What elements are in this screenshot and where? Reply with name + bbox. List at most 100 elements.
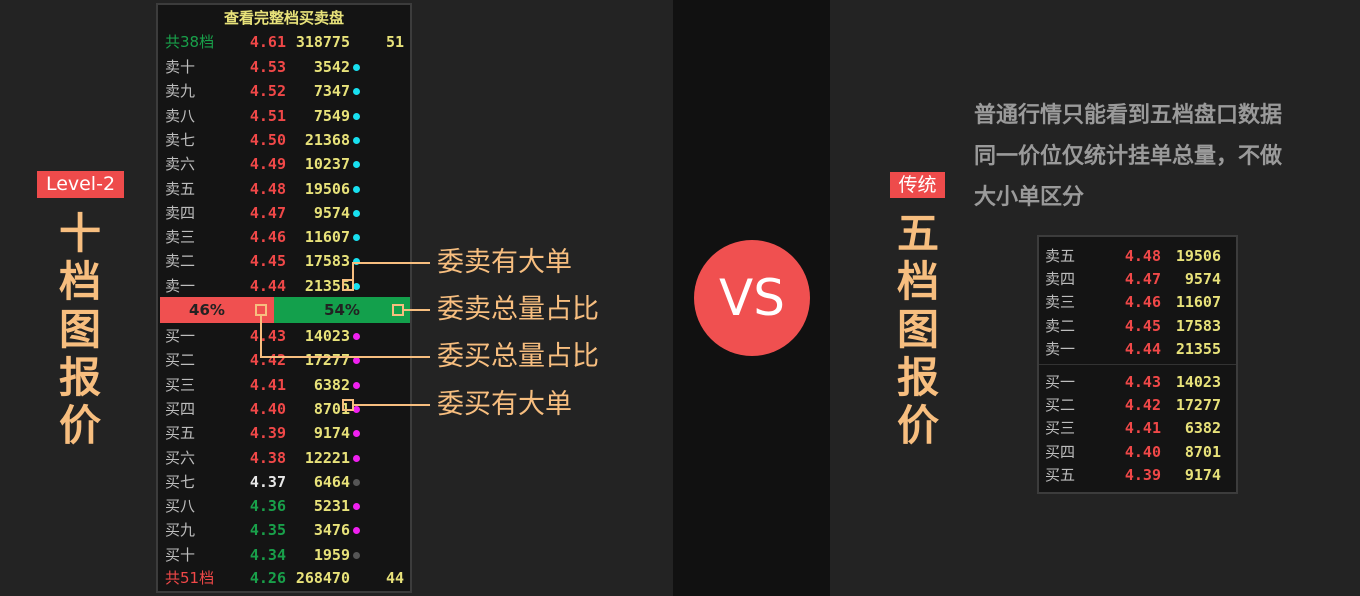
level-dot-icon (353, 527, 360, 535)
row-volume: 21355 (1175, 339, 1221, 358)
row-label: 买七 (165, 472, 196, 491)
row-label: 买二 (1045, 396, 1076, 415)
row-label: 卖六 (165, 155, 196, 174)
row-price: 4.47 (1124, 270, 1161, 289)
row-price: 4.37 (249, 472, 286, 491)
level-dot-icon (353, 333, 360, 340)
row-price: 4.44 (249, 276, 286, 295)
row-volume: 3542 (313, 58, 350, 76)
row-price: 4.43 (249, 327, 286, 345)
row-label: 买八 (165, 497, 196, 516)
right-vertical-title: 五档图报价 (896, 209, 939, 450)
row-price: 4.40 (249, 399, 286, 418)
row-volume: 6382 (313, 375, 350, 394)
level-dot-icon (353, 503, 360, 511)
row-price: 4.39 (1124, 465, 1161, 484)
row-price: 4.46 (249, 228, 286, 247)
row-label: 卖五 (165, 179, 196, 198)
row-label: 买五 (165, 424, 196, 443)
description-line: 大小单区分 (974, 185, 1085, 210)
row-volume: 8701 (1184, 442, 1221, 461)
level-dot-icon (353, 282, 360, 290)
order-row: 买三 4.41 6382 (165, 373, 410, 397)
row-volume: 9574 (313, 203, 350, 222)
row-volume: 17277 (304, 351, 350, 370)
order-row: 买七 4.37 6464 (165, 470, 410, 494)
row-price: 4.48 (1124, 247, 1161, 265)
row-volume: 8701 (313, 399, 350, 418)
buy-total-label: 共51档 (165, 569, 215, 587)
row-label: 卖九 (165, 82, 196, 101)
row-price: 4.48 (249, 179, 286, 198)
row-price: 4.61 (249, 33, 286, 51)
callout-sell-ratio: 委卖总量占比 (437, 294, 599, 325)
row-price: 4.41 (1124, 419, 1161, 438)
row-volume: 12221 (304, 448, 350, 467)
row-price: 4.39 (249, 424, 286, 443)
row-label: 买十 (165, 545, 196, 564)
row-volume: 17583 (1175, 316, 1221, 335)
row-label: 买九 (165, 521, 196, 540)
row-label: 卖三 (165, 228, 196, 247)
row-volume: 14023 (1175, 373, 1221, 391)
row-label: 买一 (165, 327, 196, 345)
level-dot-icon (353, 112, 360, 120)
row-price: 4.49 (249, 155, 286, 174)
level-dot-icon (353, 136, 360, 144)
row-volume: 21355 (304, 276, 350, 295)
row-label: 卖十 (165, 58, 196, 76)
row-count: 44 (385, 569, 404, 587)
traditional-badge: 传统 (890, 172, 945, 198)
row-volume: 6464 (313, 472, 350, 491)
row-label: 卖四 (165, 203, 196, 222)
row-price: 4.52 (249, 82, 286, 101)
left-vertical-title: 十档图报价 (58, 209, 101, 450)
row-price: 4.43 (1124, 373, 1161, 391)
order-book-title[interactable]: 查看完整档买卖盘 (223, 9, 344, 27)
row-price: 4.42 (1124, 396, 1161, 415)
row-price: 4.53 (249, 58, 286, 76)
row-label: 买六 (165, 448, 196, 467)
row-volume: 17583 (304, 252, 350, 271)
row-label: 卖四 (1045, 270, 1076, 289)
sell-ratio-bar: 54% (274, 297, 410, 323)
row-label: 卖三 (1045, 293, 1076, 312)
row-volume: 19506 (1175, 247, 1221, 265)
row-label: 卖一 (165, 276, 196, 295)
row-volume: 10237 (304, 155, 350, 174)
row-price: 4.41 (249, 375, 286, 394)
sell-big-marker (342, 279, 354, 291)
row-label: 买三 (1045, 419, 1076, 438)
level-dot-icon (353, 64, 360, 71)
divider (1039, 364, 1236, 365)
sell-ratio-marker (392, 304, 404, 316)
row-label: 买四 (165, 399, 196, 418)
row-label: 卖二 (1045, 316, 1076, 335)
row-volume: 318775 (295, 33, 350, 51)
row-label: 买三 (165, 375, 196, 394)
row-volume: 14023 (304, 327, 350, 345)
row-price: 4.36 (249, 497, 286, 516)
level-dot-icon (353, 209, 360, 217)
level-dot-icon (353, 234, 360, 242)
callout-buy-big: 委买有大单 (437, 389, 572, 420)
row-label: 卖七 (165, 130, 196, 149)
row-volume: 11607 (304, 228, 350, 247)
description: 普通行情只能看到五档盘口数据 同一价位仅统计挂单总量，不做 大小单区分 (974, 95, 1282, 218)
row-volume: 268470 (295, 569, 350, 587)
order-row: 买四 4.40 8701 (165, 397, 410, 421)
callout-sell-big: 委卖有大单 (437, 247, 572, 278)
